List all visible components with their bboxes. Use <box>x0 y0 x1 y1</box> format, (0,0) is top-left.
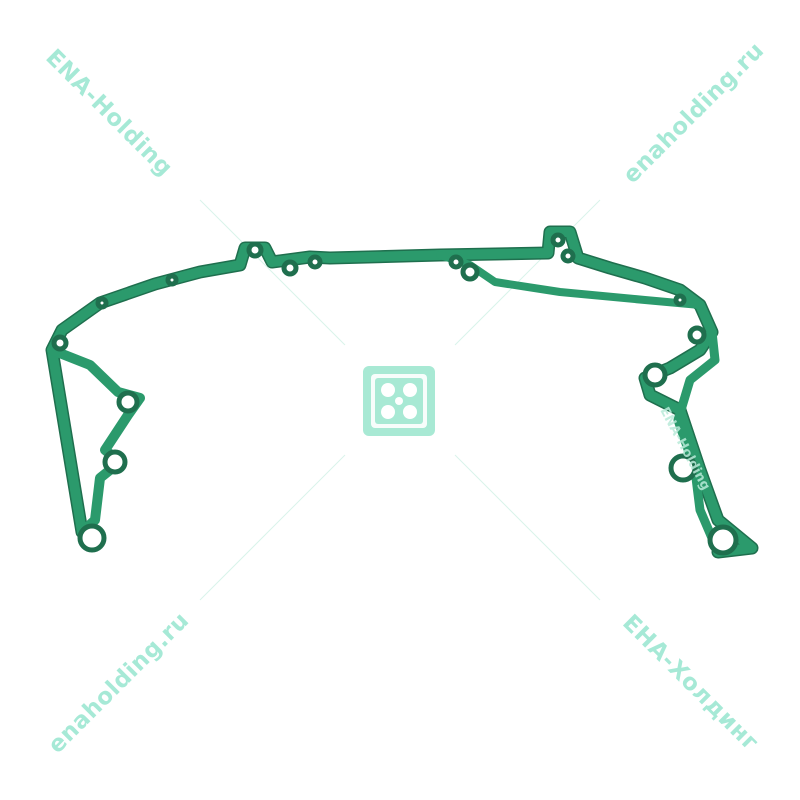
gasket-left-leg <box>47 345 145 537</box>
bolt-hole <box>246 241 264 259</box>
bolt-hole <box>77 523 107 553</box>
bolt-hole <box>116 390 140 414</box>
bolt-hole <box>560 248 576 264</box>
bolt-hole <box>687 325 707 345</box>
gasket-body <box>47 227 757 557</box>
gasket <box>45 225 759 559</box>
bolt-hole <box>448 254 464 270</box>
four-petal-logo-icon <box>363 366 435 436</box>
bolt-hole <box>673 293 687 307</box>
bolt-hole <box>281 259 299 277</box>
bolt-hole <box>307 254 323 270</box>
gasket-inner-strap <box>436 251 704 309</box>
bolt-hole <box>550 232 566 248</box>
gasket-right-leg <box>673 327 723 557</box>
bolt-hole <box>51 334 69 352</box>
diagonal-guide-lines <box>199 199 601 601</box>
bolt-hole <box>95 296 109 310</box>
bolt-hole <box>460 262 480 282</box>
bolt-hole <box>668 453 698 483</box>
bolt-hole <box>707 524 739 556</box>
bolt-hole <box>642 362 668 388</box>
bolt-hole <box>165 273 179 287</box>
bolt-holes <box>51 232 739 556</box>
bolt-hole <box>102 449 128 475</box>
